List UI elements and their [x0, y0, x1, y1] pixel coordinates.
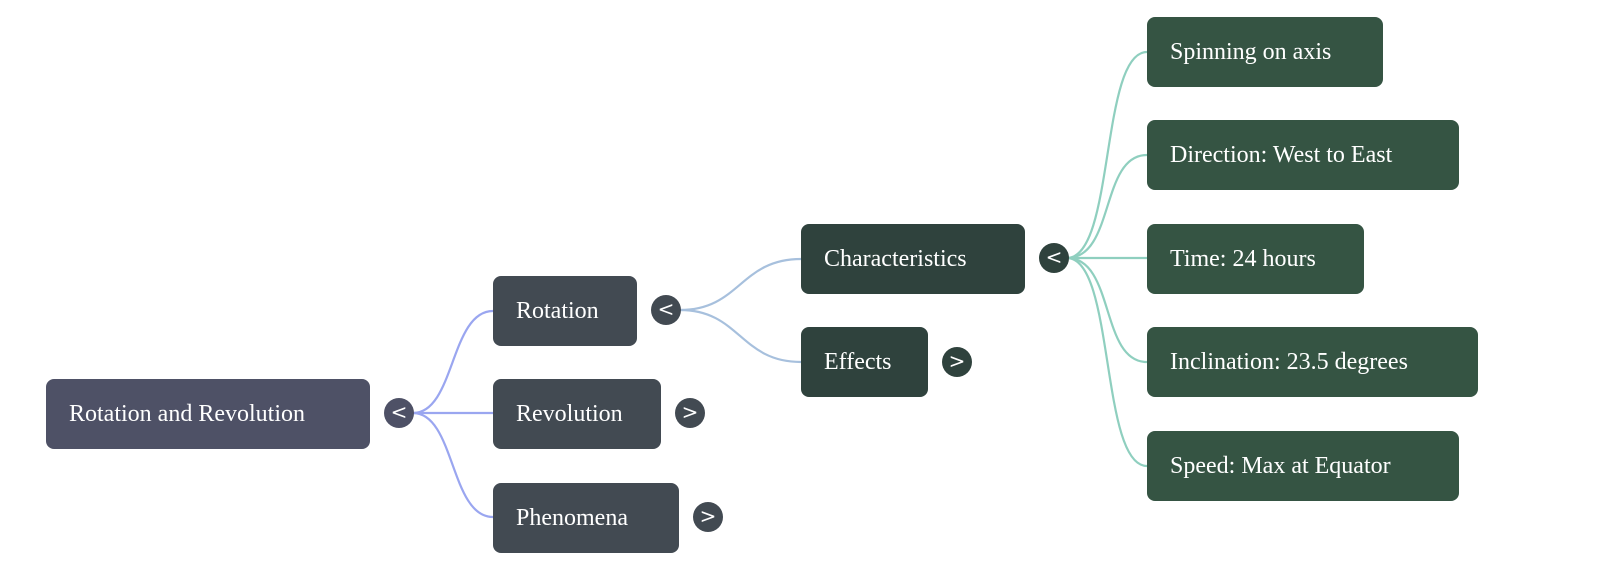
node-direction[interactable]: Direction: West to East [1147, 120, 1459, 190]
link-root-rotation [412, 309, 494, 415]
node-time[interactable]: Time: 24 hours [1147, 224, 1364, 294]
collapse-toggle-icon[interactable]: < [1039, 243, 1069, 273]
node-rotation[interactable]: Rotation [493, 276, 637, 346]
link-rotation-effects [679, 308, 802, 364]
expand-toggle-icon[interactable]: > [693, 502, 723, 532]
expand-toggle-icon[interactable]: > [675, 398, 705, 428]
node-inclination[interactable]: Inclination: 23.5 degrees [1147, 327, 1478, 397]
link-root-phenomena [412, 411, 494, 519]
link-characteristics-spinning [1066, 50, 1148, 260]
node-phenomena[interactable]: Phenomena [493, 483, 679, 553]
link-characteristics-speed [1066, 256, 1148, 468]
node-speed[interactable]: Speed: Max at Equator [1147, 431, 1459, 501]
link-characteristics-inclination [1066, 256, 1148, 364]
node-revolution[interactable]: Revolution [493, 379, 661, 449]
expand-toggle-icon[interactable]: > [942, 347, 972, 377]
node-characteristics[interactable]: Characteristics [801, 224, 1025, 294]
node-spinning-on-axis[interactable]: Spinning on axis [1147, 17, 1383, 87]
node-effects[interactable]: Effects [801, 327, 928, 397]
link-characteristics-direction [1066, 153, 1148, 260]
collapse-toggle-icon[interactable]: < [651, 295, 681, 325]
root-node[interactable]: Rotation and Revolution [46, 379, 370, 449]
collapse-toggle-icon[interactable]: < [384, 398, 414, 428]
link-rotation-characteristics [679, 257, 802, 312]
